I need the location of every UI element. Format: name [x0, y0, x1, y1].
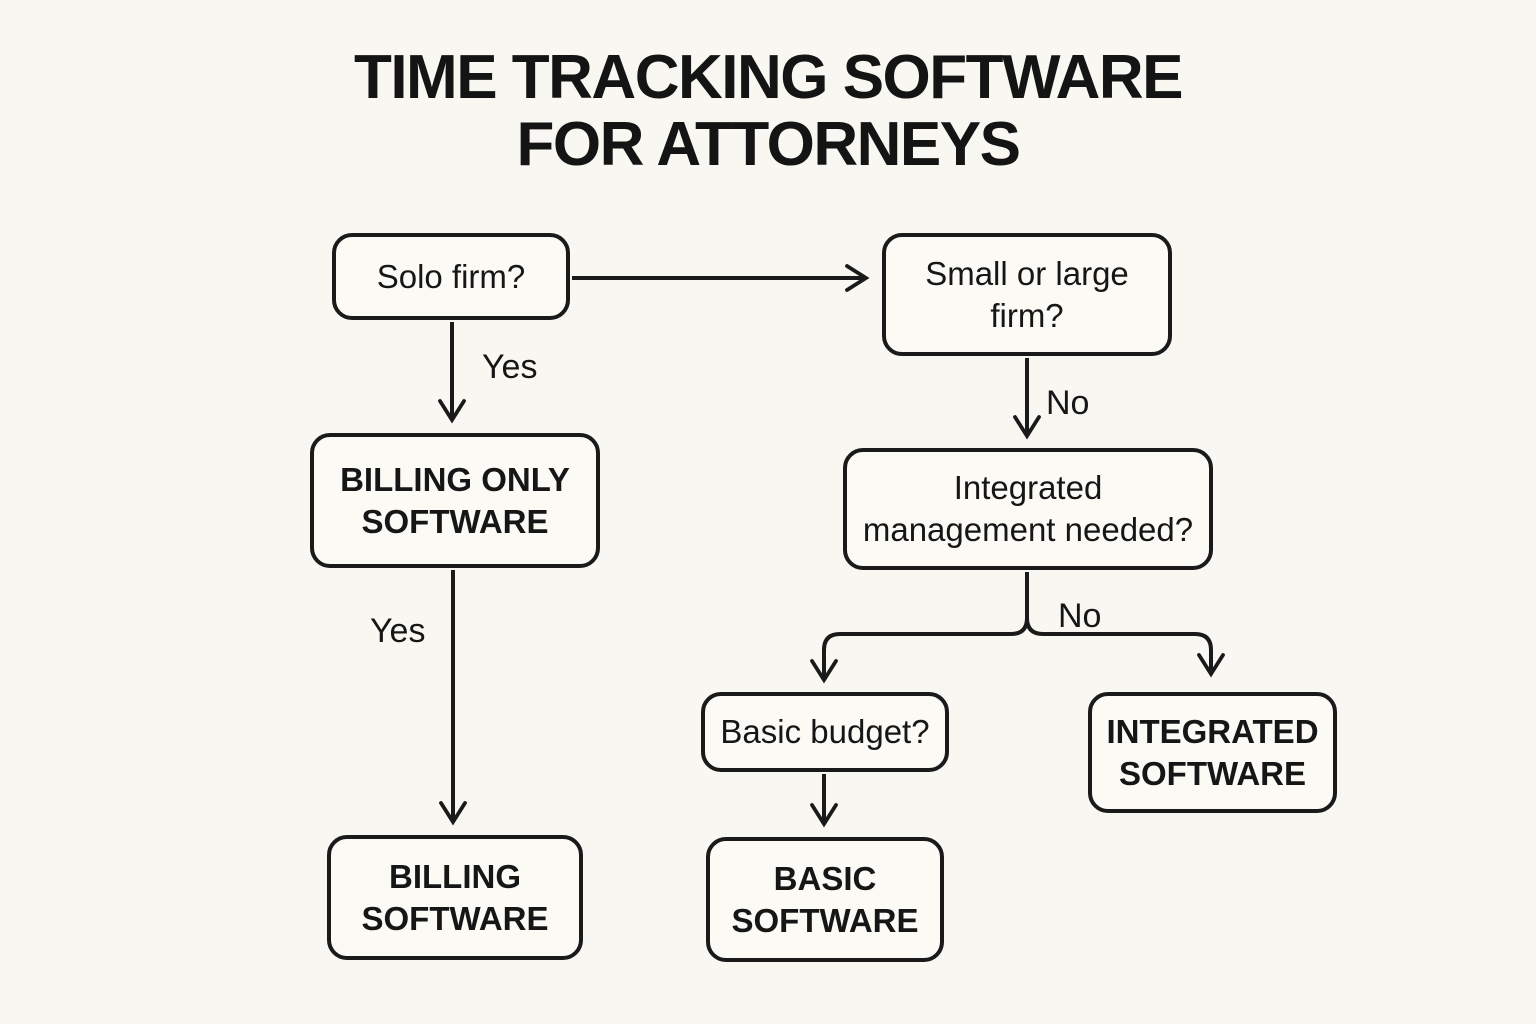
node-integrated-software: INTEGRATED SOFTWARE	[1088, 692, 1337, 813]
page-title: TIME TRACKING SOFTWARE FOR ATTORNEYS	[0, 44, 1536, 178]
node-billing-only-software: BILLING ONLY SOFTWARE	[310, 433, 600, 568]
edge-label-small-large-no: No	[1046, 384, 1090, 422]
node-integrated-software-label: INTEGRATED SOFTWARE	[1106, 712, 1319, 792]
node-basic-software: BASIC SOFTWARE	[706, 837, 944, 962]
edge-integrated-mgmt-to-basic-budget	[810, 572, 1029, 684]
node-solo-firm: Solo firm?	[332, 233, 570, 320]
edge-integrated-mgmt-to-integrated-software	[1025, 572, 1225, 678]
node-basic-software-label: BASIC SOFTWARE	[731, 859, 919, 939]
node-billing-software: BILLING SOFTWARE	[327, 835, 583, 960]
node-basic-budget-label: Basic budget?	[720, 713, 930, 751]
page-title-line2: FOR ATTORNEYS	[516, 110, 1021, 179]
edge-label-integrated-no: No	[1058, 597, 1102, 635]
node-small-or-large-firm-label: Small or large firm?	[925, 254, 1129, 334]
node-basic-budget: Basic budget?	[701, 692, 949, 772]
edge-label-solo-yes: Yes	[482, 348, 538, 386]
node-small-or-large-firm: Small or large firm?	[882, 233, 1172, 356]
edge-label-billing-only-yes: Yes	[370, 612, 426, 650]
page-title-line1: TIME TRACKING SOFTWARE	[353, 43, 1184, 112]
node-solo-firm-label: Solo firm?	[376, 257, 526, 295]
node-integrated-management: Integrated management needed?	[843, 448, 1213, 570]
node-integrated-management-label: Integrated management needed?	[862, 469, 1194, 548]
node-billing-only-software-label: BILLING ONLY SOFTWARE	[340, 460, 570, 540]
node-billing-software-label: BILLING SOFTWARE	[361, 857, 549, 937]
